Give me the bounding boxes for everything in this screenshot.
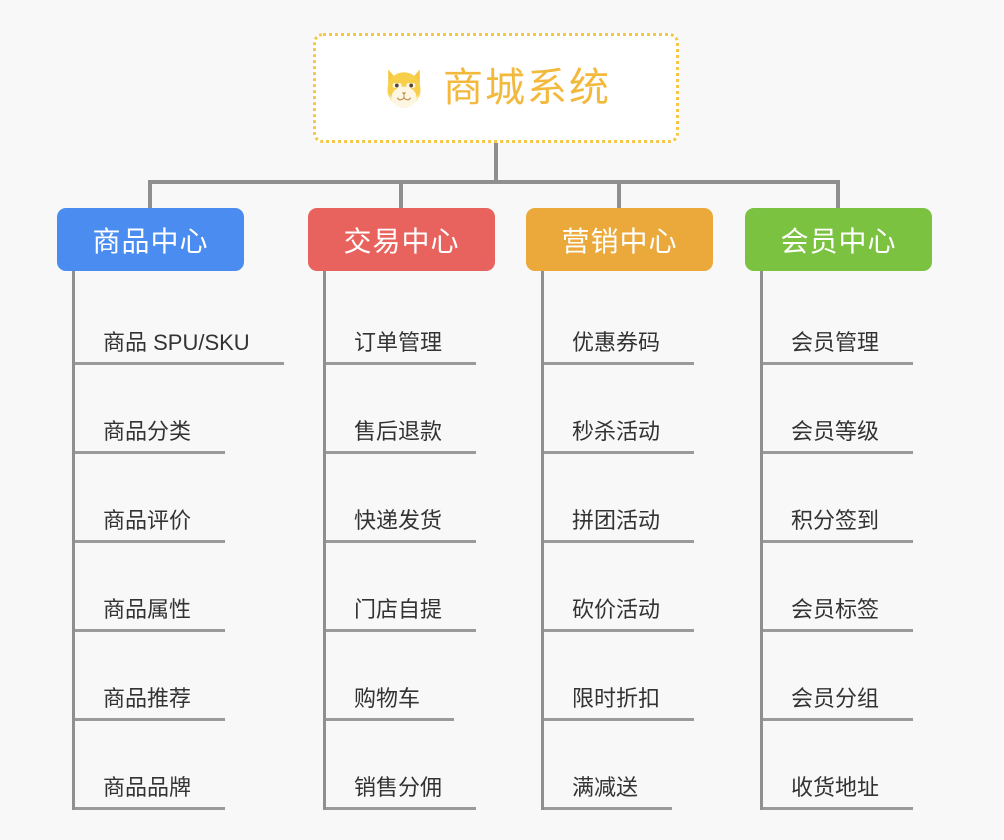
item-label: 商品品牌 [75, 775, 226, 810]
list-item[interactable]: 商品品牌 [75, 721, 307, 810]
connector-drop-1 [148, 180, 152, 210]
list-item[interactable]: 拼团活动 [544, 454, 744, 543]
item-label: 会员管理 [763, 330, 914, 365]
category-items-trade: 订单管理 售后退款 快递发货 门店自提 购物车 销售分佣 [323, 271, 526, 810]
item-label: 优惠券码 [544, 330, 695, 365]
item-label: 会员标签 [763, 597, 914, 632]
connector-drop-4 [836, 180, 840, 210]
connector-drop-2 [399, 180, 403, 210]
category-items-product: 商品 SPU/SKU 商品分类 商品评价 商品属性 商品推荐 商品品牌 [72, 271, 307, 810]
category-header-marketing[interactable]: 营销中心 [526, 208, 713, 271]
page-title: 商城系统 [443, 66, 611, 110]
list-item[interactable]: 商品 SPU/SKU [75, 276, 307, 365]
item-label: 商品 SPU/SKU [75, 330, 284, 365]
item-label: 商品评价 [75, 508, 226, 543]
category-column-trade: 交易中心 订单管理 售后退款 快递发货 门店自提 购物车 销售分佣 [308, 208, 526, 810]
item-label: 销售分佣 [326, 775, 477, 810]
list-item[interactable]: 售后退款 [326, 365, 526, 454]
root-node[interactable]: 商城系统 [313, 33, 679, 143]
item-label: 售后退款 [326, 419, 477, 454]
item-label: 收货地址 [763, 775, 914, 810]
item-label: 订单管理 [326, 330, 477, 365]
item-label: 砍价活动 [544, 597, 695, 632]
item-label: 商品推荐 [75, 686, 226, 721]
list-item[interactable]: 门店自提 [326, 543, 526, 632]
list-item[interactable]: 收货地址 [763, 721, 965, 810]
dog-face-icon [381, 65, 427, 111]
list-item[interactable]: 会员管理 [763, 276, 965, 365]
category-column-member: 会员中心 会员管理 会员等级 积分签到 会员标签 会员分组 收货地址 [745, 208, 965, 810]
item-label: 快递发货 [326, 508, 477, 543]
item-label: 限时折扣 [544, 686, 695, 721]
list-item[interactable]: 会员分组 [763, 632, 965, 721]
item-label: 商品分类 [75, 419, 226, 454]
item-label: 拼团活动 [544, 508, 695, 543]
list-item[interactable]: 优惠券码 [544, 276, 744, 365]
item-label: 会员分组 [763, 686, 914, 721]
item-label: 满减送 [544, 775, 673, 810]
list-item[interactable]: 销售分佣 [326, 721, 526, 810]
item-label: 门店自提 [326, 597, 477, 632]
connector-bus [150, 180, 840, 184]
list-item[interactable]: 限时折扣 [544, 632, 744, 721]
category-items-marketing: 优惠券码 秒杀活动 拼团活动 砍价活动 限时折扣 满减送 [541, 271, 744, 810]
connector-stem [494, 143, 498, 183]
list-item[interactable]: 快递发货 [326, 454, 526, 543]
category-title: 交易中心 [343, 225, 460, 257]
item-label: 会员等级 [763, 419, 914, 454]
list-item[interactable]: 商品属性 [75, 543, 307, 632]
list-item[interactable]: 满减送 [544, 721, 744, 810]
list-item[interactable]: 砍价活动 [544, 543, 744, 632]
item-label: 商品属性 [75, 597, 226, 632]
item-label: 秒杀活动 [544, 419, 695, 454]
list-item[interactable]: 积分签到 [763, 454, 965, 543]
category-column-marketing: 营销中心 优惠券码 秒杀活动 拼团活动 砍价活动 限时折扣 满减送 [526, 208, 744, 810]
list-item[interactable]: 购物车 [326, 632, 526, 721]
list-item[interactable]: 会员等级 [763, 365, 965, 454]
list-item[interactable]: 会员标签 [763, 543, 965, 632]
category-title: 会员中心 [780, 225, 897, 257]
item-label: 购物车 [326, 686, 455, 721]
category-header-trade[interactable]: 交易中心 [308, 208, 495, 271]
category-title: 营销中心 [561, 225, 678, 257]
list-item[interactable]: 商品分类 [75, 365, 307, 454]
list-item[interactable]: 订单管理 [326, 276, 526, 365]
category-header-member[interactable]: 会员中心 [745, 208, 932, 271]
connector-drop-3 [617, 180, 621, 210]
list-item[interactable]: 秒杀活动 [544, 365, 744, 454]
category-column-product: 商品中心 商品 SPU/SKU 商品分类 商品评价 商品属性 商品推荐 商品品牌 [57, 208, 307, 810]
category-header-product[interactable]: 商品中心 [57, 208, 244, 271]
category-title: 商品中心 [92, 225, 209, 257]
list-item[interactable]: 商品评价 [75, 454, 307, 543]
list-item[interactable]: 商品推荐 [75, 632, 307, 721]
category-items-member: 会员管理 会员等级 积分签到 会员标签 会员分组 收货地址 [760, 271, 965, 810]
item-label: 积分签到 [763, 508, 914, 543]
